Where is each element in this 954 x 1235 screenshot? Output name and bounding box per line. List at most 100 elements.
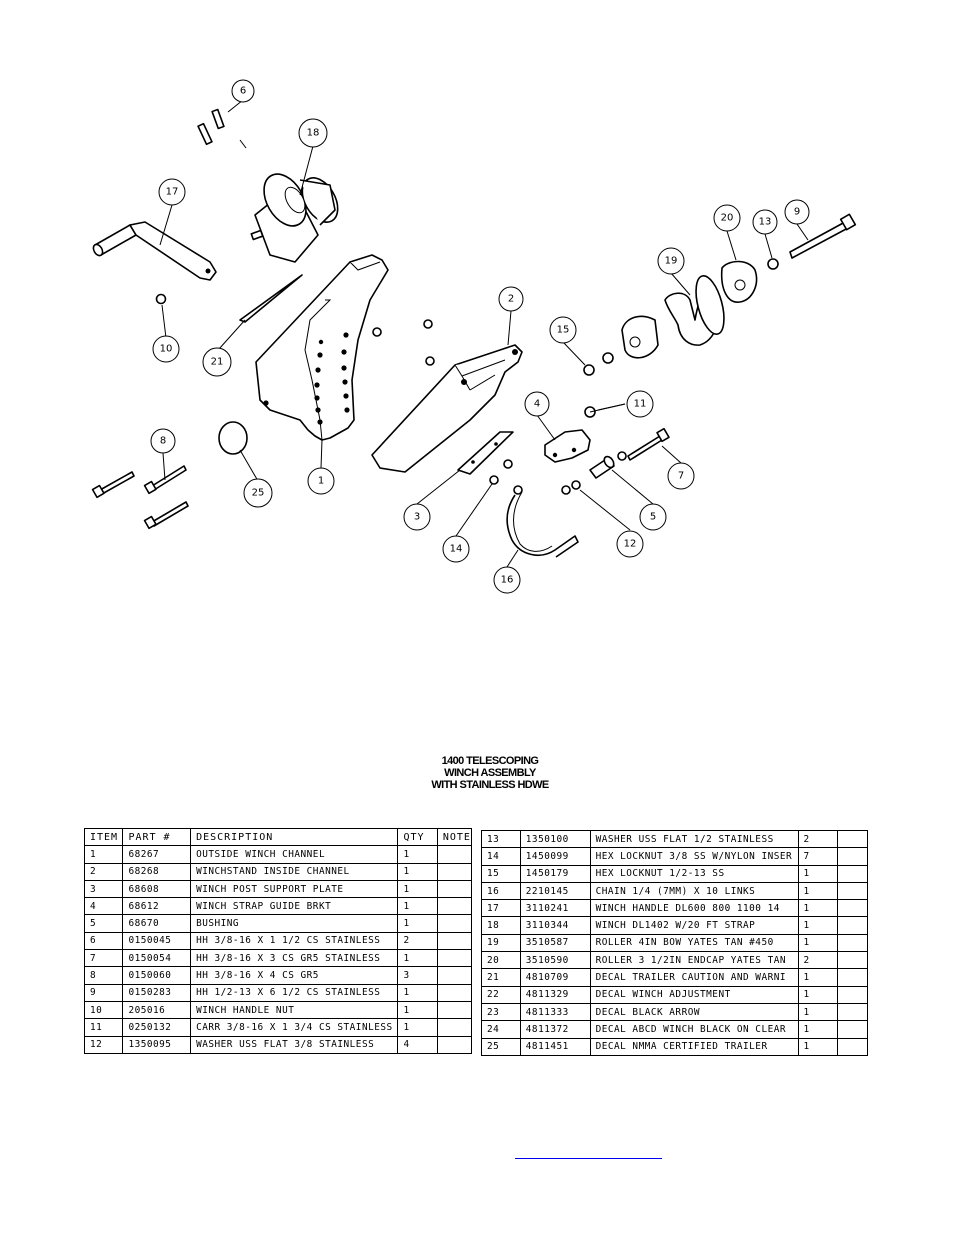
callout-14: 14 [442, 535, 470, 563]
cell-qty: 1 [797, 1002, 839, 1022]
cell-item: 8 [83, 966, 124, 985]
part-bolt-hh-3-8-1-1-2 [197, 108, 247, 149]
cell-item: 6 [83, 931, 124, 951]
svg-text:1: 1 [318, 476, 324, 487]
callout-25: 25 [243, 478, 273, 508]
cell-note [837, 899, 868, 918]
cell-qty: 1 [397, 862, 438, 881]
svg-text:13: 13 [759, 217, 772, 228]
cell-part: 1350100 [519, 829, 591, 849]
cell-item: 21 [481, 968, 521, 987]
part-bolt-hh-1-2-6-1-2 [789, 213, 857, 259]
header-item: ITEM [83, 827, 124, 847]
cell-part: 4811372 [519, 1020, 591, 1039]
footer-link-underline[interactable] [515, 1158, 662, 1159]
cell-description: WINCH DL1402 W/20 FT STRAP [589, 916, 799, 935]
callout-5: 5 [639, 503, 667, 531]
cell-description: DECAL NMMA CERTIFIED TRAILER [589, 1037, 799, 1056]
cell-note [837, 933, 868, 953]
cell-item: 2 [83, 862, 124, 881]
cell-item: 12 [83, 1035, 124, 1054]
cell-part: 0150283 [122, 983, 192, 1002]
cell-description: HH 3/8-16 X 4 CS GR5 [190, 966, 399, 985]
callout-7: 7 [667, 462, 695, 490]
header-description: DESCRIPTION [190, 827, 399, 847]
cell-description: WINCH STRAP GUIDE BRKT [190, 897, 399, 916]
cell-item: 5 [83, 914, 124, 933]
cell-qty: 1 [397, 1018, 438, 1037]
callout-1: 1 [307, 467, 335, 495]
cell-item: 24 [481, 1020, 521, 1039]
svg-text:5: 5 [650, 512, 656, 523]
cell-qty: 1 [797, 933, 839, 953]
table-header-row: ITEM PART # DESCRIPTION QTY NOTE [83, 827, 473, 847]
cell-item: 20 [481, 951, 521, 970]
cell-part: 205016 [122, 1000, 192, 1020]
cell-description: CHAIN 1/4 (7MM) X 10 LINKS [589, 881, 799, 901]
svg-text:7: 7 [678, 471, 684, 482]
cell-qty: 1 [797, 864, 839, 883]
cell-item: 22 [481, 985, 521, 1004]
cell-qty: 1 [797, 1037, 839, 1056]
cell-part: 1450099 [519, 847, 591, 866]
cell-part: 3510590 [519, 951, 591, 970]
cell-qty: 7 [797, 847, 839, 866]
cell-description: DECAL TRAILER CAUTION AND WARNI [589, 968, 799, 987]
callout-13: 13 [752, 209, 778, 235]
cell-qty: 1 [797, 968, 839, 987]
svg-text:12: 12 [624, 539, 637, 550]
cell-note [436, 1018, 473, 1037]
cell-part: 4810709 [519, 968, 591, 987]
cell-part: 2210145 [519, 881, 591, 901]
cell-note [837, 1037, 868, 1056]
cell-item: 4 [83, 897, 124, 916]
svg-text:17: 17 [166, 187, 179, 198]
cell-note [837, 881, 868, 901]
cell-qty: 1 [797, 881, 839, 901]
cell-description: OUTSIDE WINCH CHANNEL [190, 845, 399, 864]
cell-part: 3110344 [519, 916, 591, 935]
cell-part: 68268 [122, 862, 192, 881]
cell-item: 11 [83, 1018, 124, 1037]
svg-text:9: 9 [794, 207, 800, 218]
cell-part: 68612 [122, 897, 192, 916]
assembly-title-line-1: 1400 TELESCOPING [441, 755, 539, 767]
cell-part: 3110241 [519, 899, 591, 918]
header-qty: QTY [397, 827, 438, 847]
cell-part: 68608 [122, 879, 192, 899]
cell-part: 0150054 [122, 949, 192, 968]
callout-6: 6 [231, 79, 255, 103]
svg-text:21: 21 [211, 357, 224, 368]
cell-description: ROLLER 4IN BOW YATES TAN #450 [589, 933, 799, 953]
cell-description: WINCH POST SUPPORT PLATE [190, 879, 399, 899]
svg-text:6: 6 [240, 86, 246, 97]
cell-qty: 1 [397, 949, 438, 968]
svg-text:11: 11 [634, 399, 647, 410]
part-inside-winch-channel [371, 344, 523, 473]
part-hex-locknut-1-2 [583, 352, 614, 376]
cell-description: HH 1/2-13 X 6 1/2 CS STAINLESS [190, 983, 399, 1002]
callout-20: 20 [713, 204, 741, 232]
callout-16: 16 [493, 566, 521, 594]
part-washer-1-2 [767, 258, 779, 270]
cell-description: ROLLER 3 1/2IN ENDCAP YATES TAN [589, 951, 799, 970]
cell-description: WINCH HANDLE NUT [190, 1000, 399, 1020]
cell-note [436, 931, 473, 951]
cell-note [837, 1002, 868, 1022]
callout-18: 18 [298, 118, 328, 148]
cell-qty: 3 [397, 966, 438, 985]
